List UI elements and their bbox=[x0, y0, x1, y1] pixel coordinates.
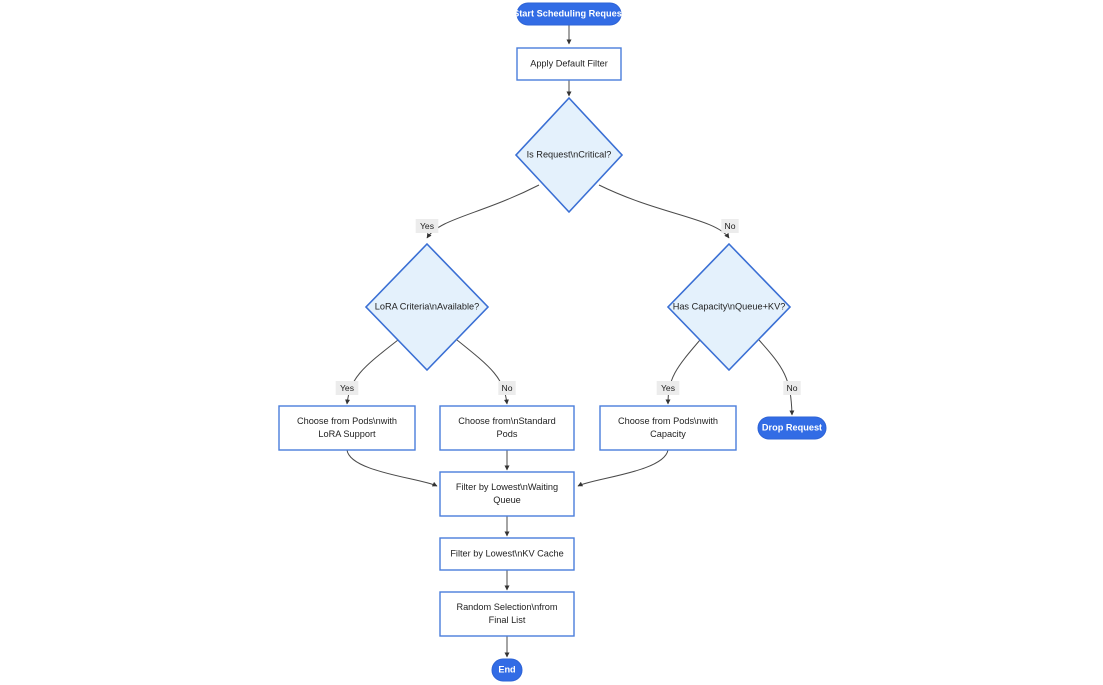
node-label: Has Capacity\nQueue+KV? bbox=[673, 301, 786, 311]
node-is_request_critical[interactable]: Is Request\nCritical? bbox=[514, 96, 624, 214]
node-shape-rect[interactable] bbox=[599, 405, 737, 451]
edge-line bbox=[345, 339, 399, 405]
node-label: End bbox=[498, 664, 515, 674]
edge-line bbox=[758, 339, 795, 416]
node-start[interactable]: Start Scheduling Request bbox=[513, 2, 625, 26]
node-label: Filter by Lowest\nKV Cache bbox=[450, 548, 563, 558]
edge-line bbox=[665, 339, 701, 405]
edge-label: No bbox=[787, 383, 798, 393]
node-has_capacity[interactable]: Has Capacity\nQueue+KV? bbox=[666, 242, 792, 372]
edge-choose_lora_pods-to-filter_waiting_queue bbox=[346, 449, 438, 487]
edge-label-background bbox=[498, 381, 516, 395]
edge-choose_capacity_pods-to-filter_waiting_queue bbox=[577, 449, 669, 487]
edge-line bbox=[456, 339, 509, 405]
node-shape-diamond[interactable] bbox=[514, 96, 624, 214]
node-shape-rect[interactable] bbox=[439, 405, 575, 451]
node-label: LoRA Support bbox=[318, 429, 376, 439]
node-lora_criteria_available[interactable]: LoRA Criteria\nAvailable? bbox=[364, 242, 490, 372]
edge-is_request_critical-to-lora_criteria_available: Yes bbox=[415, 184, 540, 239]
edge-has_capacity-to-choose_capacity_pods: Yes bbox=[656, 339, 701, 405]
edge-label: Yes bbox=[340, 383, 354, 393]
edge-lora_criteria_available-to-choose_lora_pods: Yes bbox=[335, 339, 399, 405]
node-shape-pill[interactable] bbox=[516, 2, 622, 26]
node-filter_kv_cache[interactable]: Filter by Lowest\nKV Cache bbox=[439, 537, 575, 571]
node-shape-diamond[interactable] bbox=[666, 242, 792, 372]
node-shape-pill[interactable] bbox=[491, 658, 523, 682]
node-label: Start Scheduling Request bbox=[513, 8, 625, 18]
node-label: Choose from Pods\nwith bbox=[297, 416, 397, 426]
node-label: Random Selection\nfrom bbox=[456, 602, 557, 612]
node-label: Is Request\nCritical? bbox=[527, 149, 612, 159]
node-label: Capacity bbox=[650, 429, 686, 439]
edge-label-background bbox=[783, 381, 801, 395]
edge-label-background bbox=[415, 219, 439, 233]
node-apply_default_filter[interactable]: Apply Default Filter bbox=[516, 47, 622, 81]
edge-label: Yes bbox=[420, 221, 434, 231]
edge-is_request_critical-to-has_capacity: No bbox=[598, 184, 739, 239]
node-shape-rect[interactable] bbox=[439, 591, 575, 637]
node-shape-rect[interactable] bbox=[439, 471, 575, 517]
edge-label: No bbox=[725, 221, 736, 231]
node-label: Pods bbox=[497, 429, 518, 439]
node-shape-rect[interactable] bbox=[516, 47, 622, 81]
node-label: Choose from\nStandard bbox=[458, 416, 556, 426]
edge-lora_criteria_available-to-choose_standard_pods: No bbox=[456, 339, 516, 405]
node-shape-rect[interactable] bbox=[278, 405, 416, 451]
node-label: LoRA Criteria\nAvailable? bbox=[375, 301, 480, 311]
node-shape-diamond[interactable] bbox=[364, 242, 490, 372]
node-label: Apply Default Filter bbox=[530, 58, 608, 68]
node-shape-pill[interactable] bbox=[757, 416, 827, 440]
node-drop_request[interactable]: Drop Request bbox=[757, 416, 827, 440]
edge-line bbox=[426, 184, 540, 239]
edge-label: No bbox=[502, 383, 513, 393]
edge-line bbox=[598, 184, 730, 239]
edge-label-background bbox=[335, 381, 359, 395]
node-label: Filter by Lowest\nWaiting bbox=[456, 482, 558, 492]
edge-line bbox=[577, 449, 669, 487]
node-end[interactable]: End bbox=[491, 658, 523, 682]
edge-label-background bbox=[721, 219, 739, 233]
node-label: Choose from Pods\nwith bbox=[618, 416, 718, 426]
edge-has_capacity-to-drop_request: No bbox=[758, 339, 801, 416]
node-shape-rect[interactable] bbox=[439, 537, 575, 571]
edge-line bbox=[346, 449, 438, 487]
edge-label: Yes bbox=[661, 383, 675, 393]
node-label: Drop Request bbox=[762, 422, 822, 432]
node-label: Final List bbox=[489, 615, 526, 625]
edge-label-background bbox=[656, 381, 680, 395]
node-label: Queue bbox=[493, 495, 521, 505]
